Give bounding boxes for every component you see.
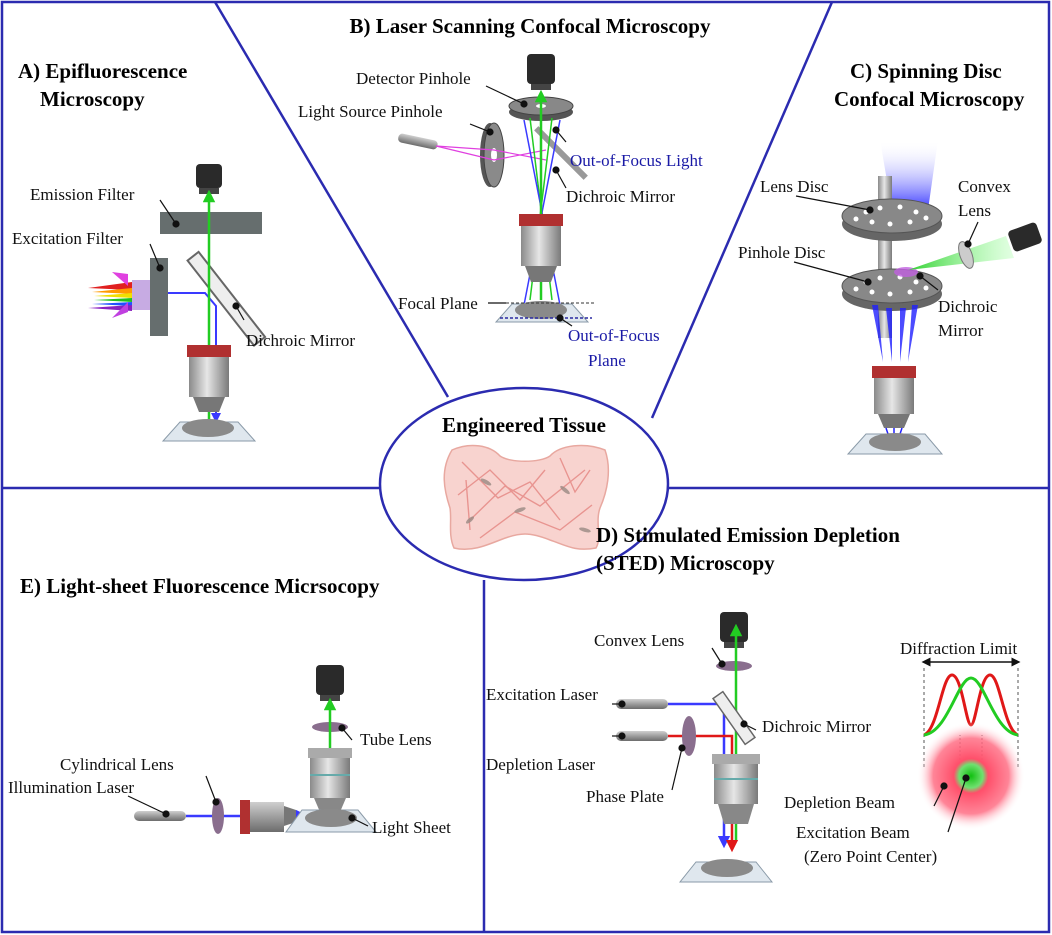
panel-c-title-1: C) Spinning Disc xyxy=(850,59,1002,83)
label-diffraction-limit: Diffraction Limit xyxy=(900,639,1018,658)
label-excitation-filter: Excitation Filter xyxy=(12,229,123,248)
slide-sample-e xyxy=(285,809,378,833)
illumination-objective xyxy=(240,800,296,834)
panel-c-title-2: Confocal Microscopy xyxy=(834,87,1025,111)
excitation-laser-rod xyxy=(616,699,668,709)
panel-a-title-1: A) Epifluorescence xyxy=(18,59,187,83)
leaders-d xyxy=(612,647,970,833)
leaders-e xyxy=(127,724,369,827)
panel-a-title-2: Microscopy xyxy=(40,87,145,111)
leaders-c xyxy=(793,195,979,291)
panel-d-title-1: D) Stimulated Emission Depletion xyxy=(596,523,900,547)
label-zero-point: (Zero Point Center) xyxy=(804,847,937,866)
rainbow-light-source xyxy=(88,272,150,318)
objective-d xyxy=(712,754,760,824)
detector-camera-c xyxy=(1008,222,1042,252)
label-light-source-pinhole: Light Source Pinhole xyxy=(298,102,442,121)
panel-e-title: E) Light-sheet Fluorescence Micrsocopy xyxy=(20,574,380,598)
cylindrical-lens xyxy=(212,798,224,834)
emission-filter xyxy=(160,212,262,234)
excitation-filter xyxy=(150,258,168,336)
center-title: Engineered Tissue xyxy=(442,413,606,437)
label-out-of-focus-plane-1: Out-of-Focus xyxy=(568,326,660,345)
dichroic-mirror-b xyxy=(534,126,588,180)
label-tube-lens: Tube Lens xyxy=(360,730,432,749)
dichroic-mirror-d xyxy=(711,690,757,746)
label-focal-plane: Focal Plane xyxy=(398,294,478,313)
panel-c-spinning-disc: C) Spinning Disc Confocal Microscopy xyxy=(738,59,1042,455)
convex-lens-c xyxy=(958,241,974,269)
depletion-laser-rod xyxy=(616,731,668,741)
dichroic-mirror-a xyxy=(186,250,267,348)
lens-disc xyxy=(841,198,943,241)
objective-e xyxy=(308,748,352,812)
label-lens-disc: Lens Disc xyxy=(760,177,829,196)
slide-sample-b xyxy=(494,301,596,323)
panel-d-sted: D) Stimulated Emission Depletion (STED) … xyxy=(486,523,1025,883)
label-dichroic-c-2: Mirror xyxy=(938,321,984,340)
detector-camera-a xyxy=(196,164,222,194)
slide-sample-c xyxy=(846,433,944,455)
panel-a-epifluorescence: A) Epifluorescence Microscopy xyxy=(12,59,355,442)
sted-focal-spot xyxy=(917,722,1025,830)
spinning-down-beams xyxy=(872,305,918,362)
label-illumination-laser: Illumination Laser xyxy=(8,778,134,797)
leaders-a xyxy=(149,199,245,321)
detector-camera-d xyxy=(720,612,748,648)
label-light-sheet: Light Sheet xyxy=(372,818,451,837)
center-engineered-tissue: Engineered Tissue xyxy=(442,413,610,551)
label-pinhole-disc: Pinhole Disc xyxy=(738,243,826,262)
detector-camera-e xyxy=(316,665,344,701)
panel-e-light-sheet: E) Light-sheet Fluorescence Micrsocopy xyxy=(8,574,451,837)
light-source-pinhole xyxy=(480,122,505,188)
slide-sample-a xyxy=(161,419,257,442)
label-dichroic-c-1: Dichroic xyxy=(938,297,998,316)
panel-b-title: B) Laser Scanning Confocal Microscopy xyxy=(350,14,711,38)
pinhole-disc xyxy=(841,267,943,311)
excitation-curve xyxy=(923,676,1019,737)
label-excitation-beam: Excitation Beam xyxy=(796,823,910,842)
spinning-blue-beam xyxy=(880,140,938,210)
slide-sample-d xyxy=(678,859,774,883)
label-dichroic-mirror-d: Dichroic Mirror xyxy=(762,717,871,736)
label-excitation-laser: Excitation Laser xyxy=(486,685,598,704)
objective-a xyxy=(187,345,231,412)
label-dichroic-mirror-a: Dichroic Mirror xyxy=(246,331,355,350)
label-out-of-focus-plane-2: Plane xyxy=(588,351,626,370)
label-convex-lens-c-2: Lens xyxy=(958,201,991,220)
detector-camera-b xyxy=(527,54,555,90)
sted-psf-graph xyxy=(917,657,1025,830)
scanning-rays xyxy=(435,145,547,161)
label-convex-lens-c-1: Convex xyxy=(958,177,1011,196)
illumination-laser-rod xyxy=(134,811,186,821)
label-dichroic-mirror-b: Dichroic Mirror xyxy=(566,187,675,206)
phase-plate xyxy=(682,716,696,756)
label-phase-plate: Phase Plate xyxy=(586,787,664,806)
label-cylindrical-lens: Cylindrical Lens xyxy=(60,755,174,774)
label-depletion-laser: Depletion Laser xyxy=(486,755,595,774)
objective-c xyxy=(872,366,916,441)
objective-b xyxy=(519,214,563,282)
leaders-b xyxy=(469,85,573,327)
panel-d-title-2: (STED) Microscopy xyxy=(596,551,775,575)
label-out-of-focus-light: Out-of-Focus Light xyxy=(570,151,703,170)
laser-rod-b xyxy=(398,133,438,150)
label-convex-lens-d: Convex Lens xyxy=(594,631,684,650)
label-emission-filter: Emission Filter xyxy=(30,185,135,204)
panel-b-laser-scanning-confocal: B) Laser Scanning Confocal Microscopy xyxy=(298,14,711,370)
label-detector-pinhole: Detector Pinhole xyxy=(356,69,471,88)
label-depletion-beam: Depletion Beam xyxy=(784,793,895,812)
tissue-cells xyxy=(465,478,591,533)
